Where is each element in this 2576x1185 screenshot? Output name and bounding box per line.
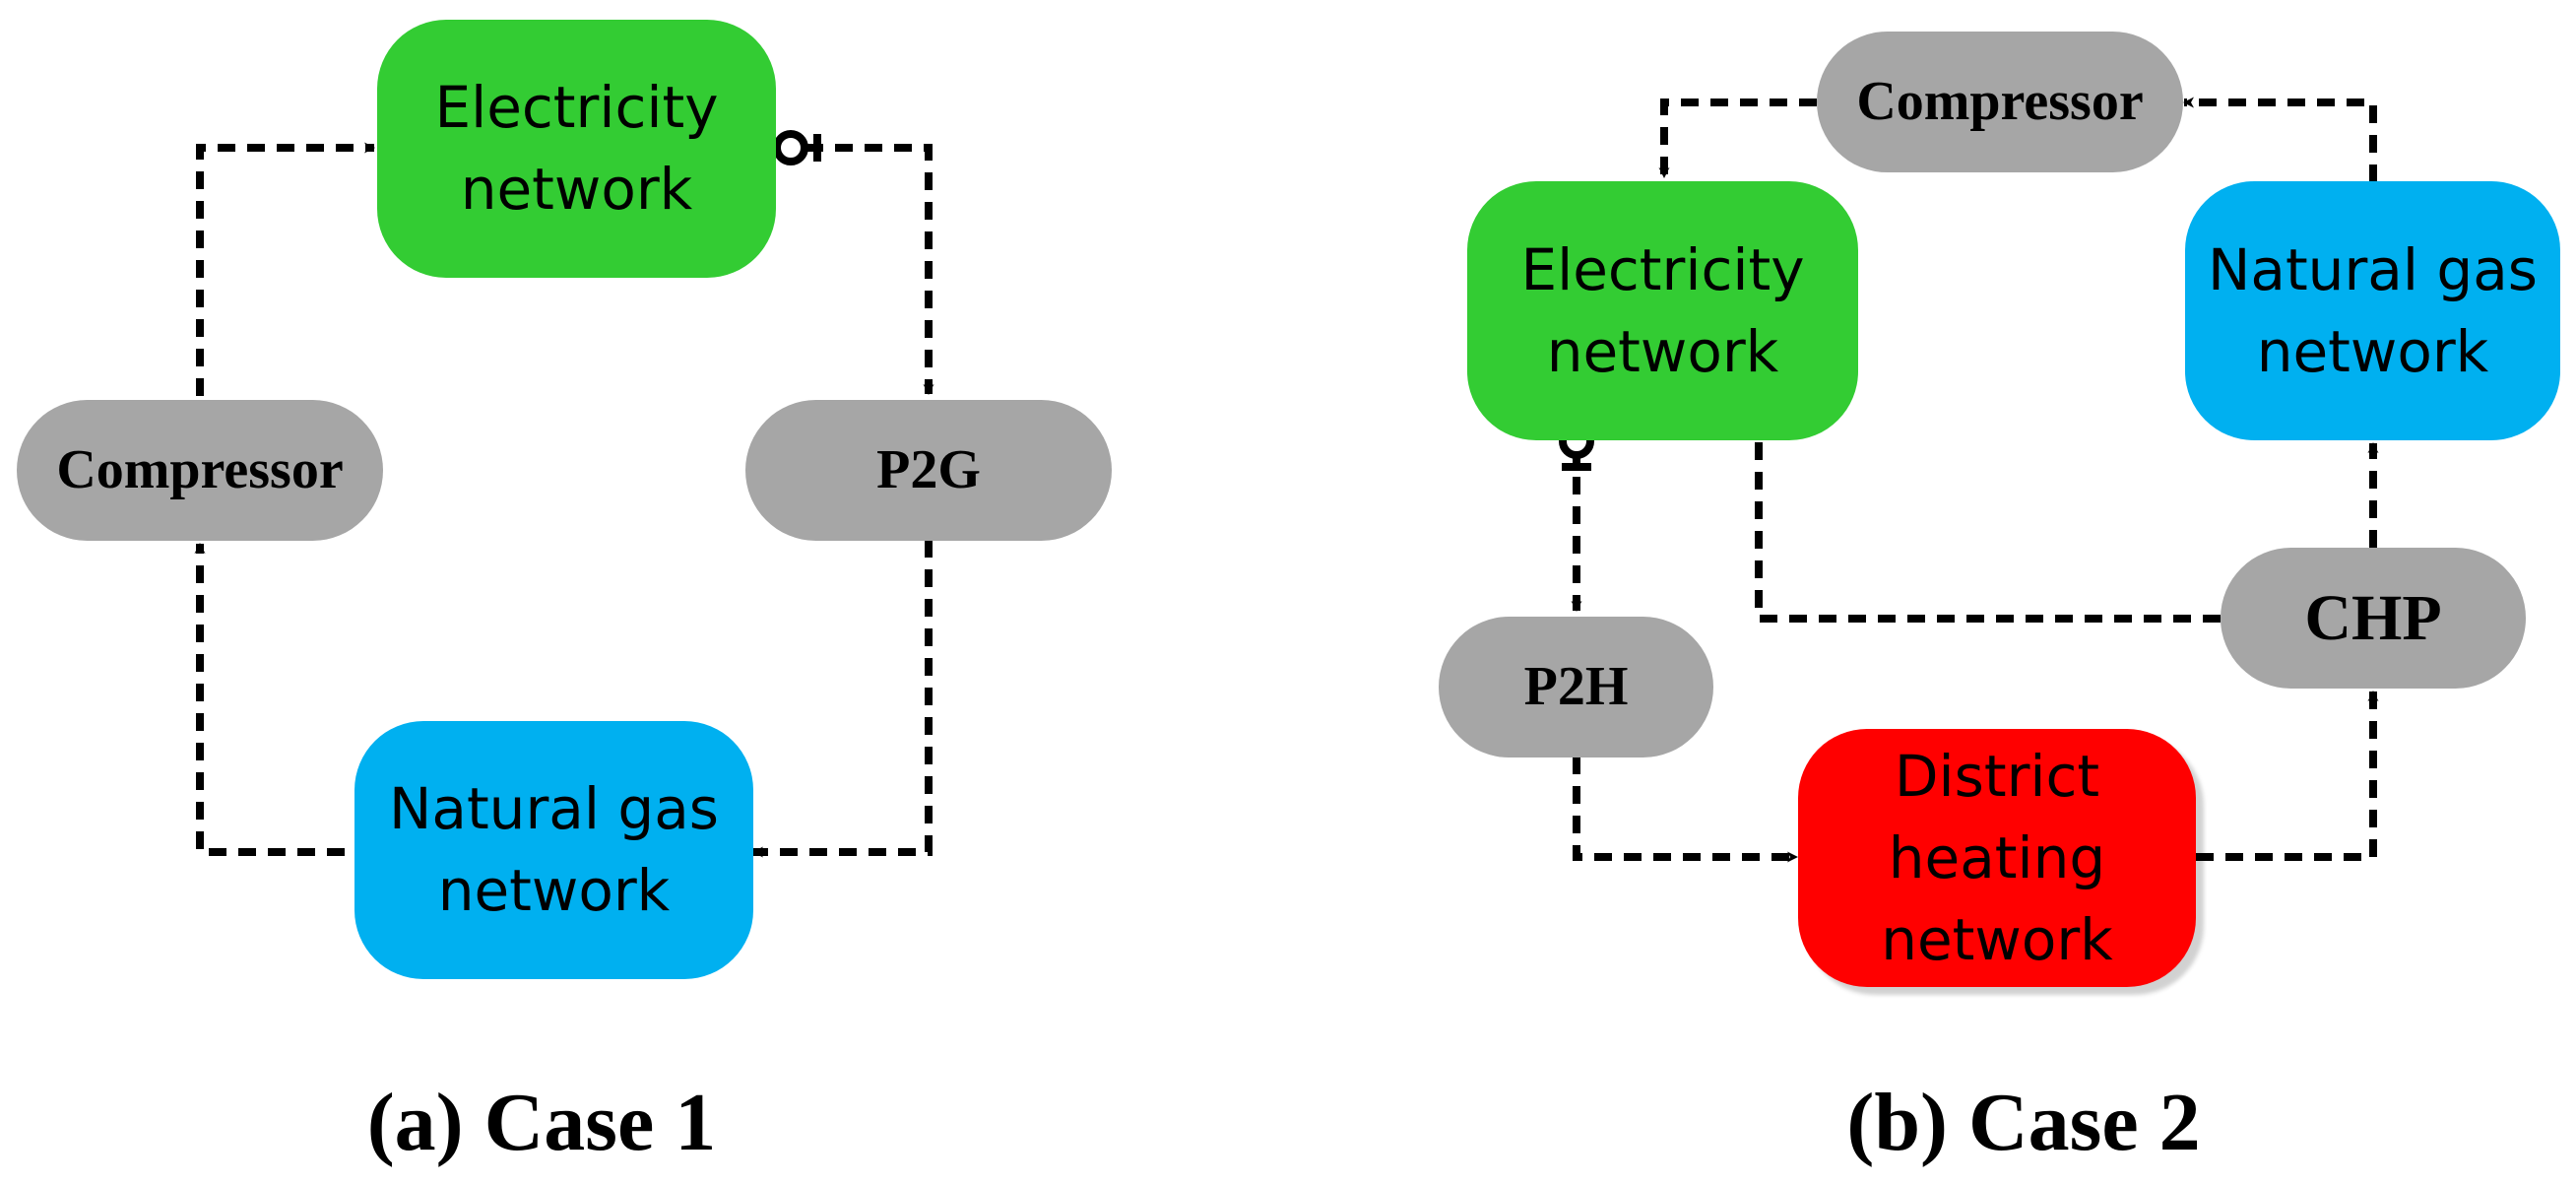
edge-compressor-to-electricity <box>196 142 375 396</box>
case2-electricity-network-node: Electricity network <box>1467 181 1858 440</box>
case2-natural-gas-network-node: Natural gas network <box>2185 181 2560 440</box>
case1-electricity-network-node: Electricity network <box>377 20 776 278</box>
edge-gas-to-compressor <box>194 543 345 856</box>
edge-gas-to-compressor-2 <box>2183 97 2377 182</box>
case2-chp-node: CHP <box>2221 548 2526 689</box>
edge-electricity-to-p2g <box>805 144 934 395</box>
hook-symbol-case1 <box>773 130 808 165</box>
case2-caption: (b) Case 2 <box>1846 1077 2201 1168</box>
edge-chp-to-electricity <box>1753 428 2221 623</box>
case2-compressor-node: Compressor <box>1817 32 2183 172</box>
edge-p2h-to-heating <box>1573 757 1798 863</box>
edge-compressor-to-electricity-2 <box>1658 99 1817 178</box>
case1-caption: (a) Case 1 <box>366 1077 717 1168</box>
edge-p2g-to-gas <box>752 540 933 858</box>
case1-compressor-node: Compressor <box>17 400 383 541</box>
case1-p2g-node: P2G <box>745 400 1112 541</box>
case2-district-heating-network-node: District heating network <box>1798 729 2196 987</box>
case2-p2h-node: P2H <box>1439 617 1713 757</box>
case1-natural-gas-network-node: Natural gas network <box>354 721 753 979</box>
edge-heating-to-chp <box>2196 691 2379 861</box>
